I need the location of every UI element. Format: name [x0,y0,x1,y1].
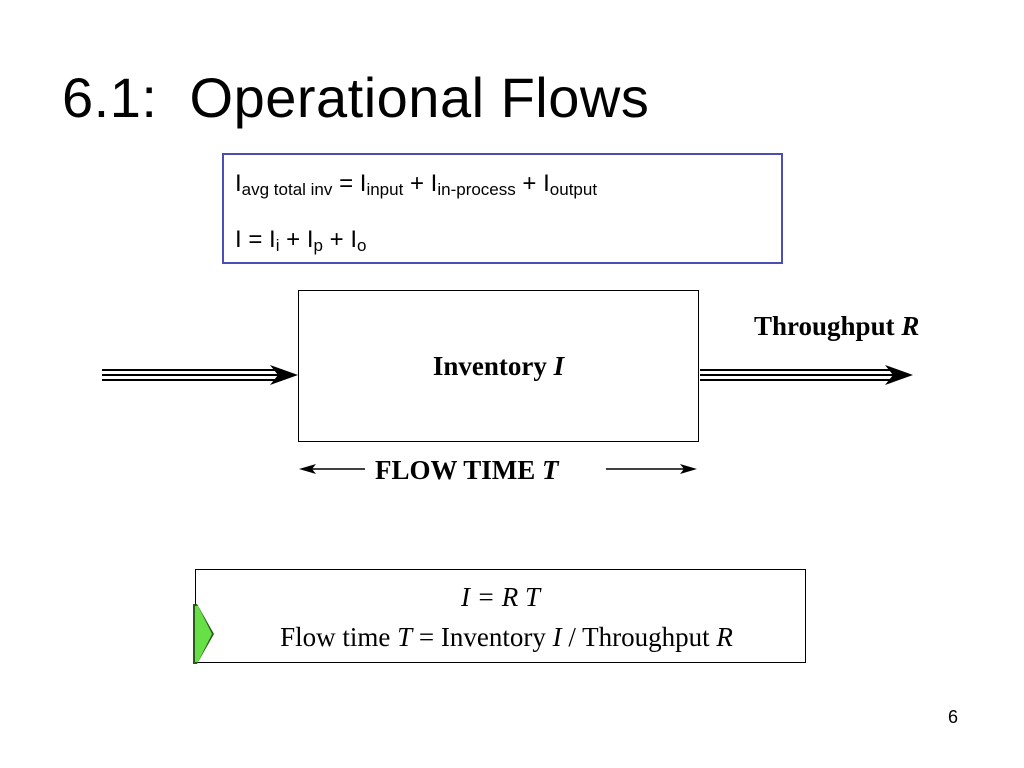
formula-var: I [350,226,358,253]
throughput-label: Throughput R [754,309,919,343]
formula-subscript: p [313,236,323,255]
throughput-word: Throughput [754,311,895,341]
formula-subscript: i [275,236,280,255]
definition-text: Flow time [280,622,398,652]
flow-time-left-arrow [299,464,365,474]
formula-operator: + [403,170,431,197]
flow-time-variable: T [542,455,559,485]
formula-var: I [543,170,550,197]
definition-variable: I [552,622,562,652]
formula-var: I [235,226,242,253]
throughput-variable: R [901,311,920,341]
formula-subscript: in-process [437,180,516,199]
formula-operator: + [279,226,307,253]
definition-variable: T [397,622,413,652]
inventory-label: Inventory I [299,349,698,383]
formula-line-short-form: I = Ii + Ip + Io [235,225,366,255]
definition-variable: R [716,622,733,652]
flow-time-label: FLOW TIME T [375,453,559,487]
formula-subscript: avg total inv [241,180,333,199]
inventory-formula-box: Iavg total inv = Iinput + Iin-process + … [222,153,783,264]
littles-law-equation: I = R T [461,582,540,612]
inventory-variable: I [553,351,565,381]
formula-subscript: o [357,236,367,255]
flow-time-definition: Flow time T = Inventory I / Throughput R [196,620,805,654]
definition-text: / Throughput [561,622,717,652]
formula-operator: = [241,226,270,253]
formula-var: I [430,170,438,197]
formula-var: I [359,170,367,197]
formula-var: I [306,226,314,253]
inventory-word: Inventory [432,351,547,381]
formula-operator: + [515,170,544,197]
formula-subscript: input [366,180,404,199]
littles-law-box: I = R T Flow time T = Inventory I / Thro… [195,569,806,663]
formula-var: I [235,170,242,197]
formula-line-total-inventory: Iavg total inv = Iinput + Iin-process + … [235,169,597,199]
formula-operator: = [332,170,360,197]
formula-var: I [269,226,276,253]
formula-operator: + [322,226,351,253]
inventory-box: Inventory I [298,290,699,442]
page-number: 6 [948,707,959,727]
flow-time-right-arrow [606,464,697,474]
green-arrow-bullet-icon [193,604,214,664]
slide-title: 6.1: Operational Flows [62,66,650,129]
output-arrow [700,365,913,385]
definition-text: = Inventory [412,622,553,652]
formula-subscript: output [549,180,598,199]
flow-time-word: FLOW TIME [375,455,536,485]
input-arrow [102,365,298,385]
